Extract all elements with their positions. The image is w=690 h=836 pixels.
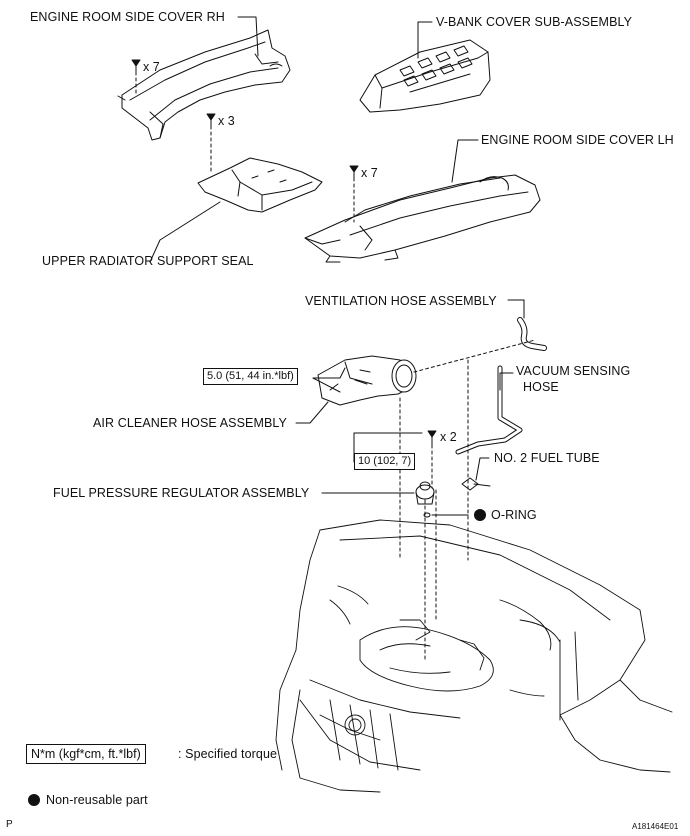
ventilation-hose-drawing bbox=[517, 317, 547, 351]
non-reusable-legend-icon bbox=[28, 794, 40, 806]
label-fuel-pressure-regulator: FUEL PRESSURE REGULATOR ASSEMBLY bbox=[53, 486, 310, 500]
qty-lh-clips: x 7 bbox=[361, 166, 378, 180]
non-reusable-marker-icon bbox=[474, 509, 486, 521]
legend-torque-key: N*m (kgf*cm, ft.*lbf) bbox=[26, 744, 146, 764]
leader-lines bbox=[149, 16, 525, 516]
upper-radiator-support-seal-drawing bbox=[197, 157, 323, 213]
vacuum-sensing-hose-drawing bbox=[455, 365, 523, 455]
engine-room-side-cover-rh-drawing bbox=[117, 29, 291, 141]
legend-torque-desc: : Specified torque bbox=[178, 747, 278, 761]
bolt-icon bbox=[427, 430, 437, 446]
fuel-pressure-regulator-drawing bbox=[415, 481, 435, 505]
label-air-cleaner-hose: AIR CLEANER HOSE ASSEMBLY bbox=[93, 416, 287, 430]
legend-non-reusable: Non-reusable part bbox=[46, 793, 148, 807]
page-mark: P bbox=[6, 819, 13, 830]
qty-rh-clips: x 7 bbox=[143, 60, 160, 74]
label-engine-room-side-cover-lh: ENGINE ROOM SIDE COVER LH bbox=[481, 133, 674, 147]
figure-id: A181464E01 bbox=[632, 822, 679, 831]
label-vacuum-sensing-hose-2: HOSE bbox=[523, 380, 559, 394]
qty-seal-clips: x 3 bbox=[218, 114, 235, 128]
clip-icon bbox=[349, 165, 359, 179]
label-engine-room-side-cover-rh: ENGINE ROOM SIDE COVER RH bbox=[30, 10, 225, 24]
label-upper-radiator-support-seal: UPPER RADIATOR SUPPORT SEAL bbox=[42, 254, 254, 268]
guide-lines bbox=[399, 339, 536, 661]
engine-bay-drawing bbox=[275, 519, 673, 793]
engine-room-side-cover-lh-drawing bbox=[304, 174, 541, 263]
torque-regulator: 10 (102, 7) bbox=[354, 453, 416, 470]
clip-icon bbox=[206, 113, 216, 127]
torque-air-cleaner: 5.0 (51, 44 in.*lbf) bbox=[203, 368, 298, 385]
label-vacuum-sensing-hose-1: VACUUM SENSING bbox=[516, 364, 631, 378]
o-ring-drawing bbox=[423, 512, 431, 518]
label-o-ring: O-RING bbox=[491, 508, 537, 522]
v-bank-cover-drawing bbox=[359, 39, 491, 113]
label-no2-fuel-tube: NO. 2 FUEL TUBE bbox=[494, 451, 600, 465]
label-ventilation-hose: VENTILATION HOSE ASSEMBLY bbox=[305, 294, 497, 308]
no2-fuel-tube-drawing bbox=[461, 477, 491, 491]
clip-icon bbox=[131, 59, 141, 73]
qty-regulator-bolts: x 2 bbox=[440, 430, 457, 444]
air-cleaner-hose-drawing bbox=[317, 355, 417, 406]
label-v-bank-cover: V-BANK COVER SUB-ASSEMBLY bbox=[436, 15, 633, 29]
